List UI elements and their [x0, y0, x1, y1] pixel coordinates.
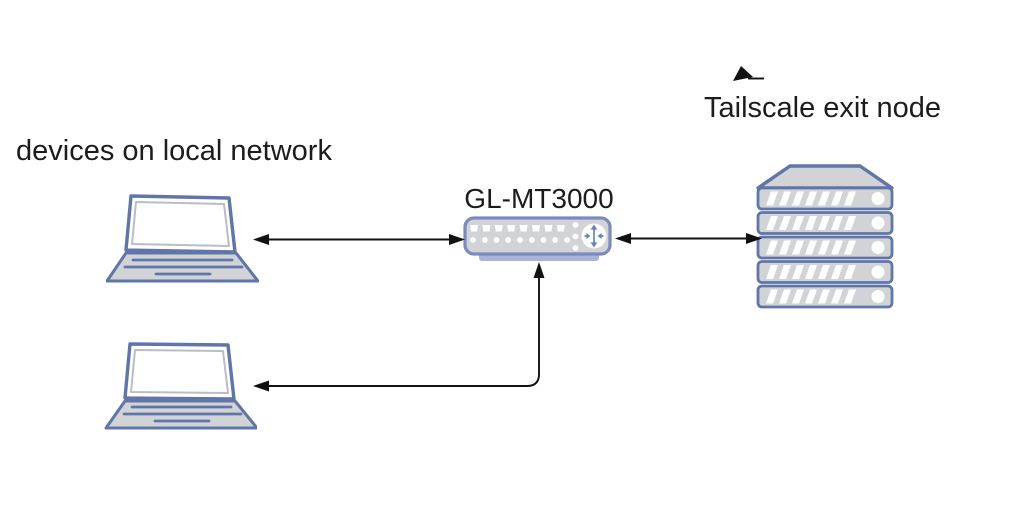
edge-laptop2-router: [253, 262, 545, 392]
server-stack-icon: [756, 164, 894, 309]
edge-router-server: [615, 233, 762, 244]
edge-laptop1-router: [253, 234, 465, 245]
laptop-1-icon: [106, 194, 259, 283]
router-ports: [470, 222, 579, 251]
annotation-arrow-icon: [733, 66, 764, 81]
move-arrows-icon: [584, 224, 604, 248]
exit-node-label: Tailscale exit node: [704, 92, 941, 124]
router-icon: [463, 216, 612, 261]
router-label: GL-MT3000: [464, 183, 614, 214]
server-top: [756, 164, 894, 190]
server-rack-units: [756, 186, 894, 309]
laptop-2-icon: [104, 342, 257, 430]
local-devices-label: devices on local network: [16, 135, 332, 167]
